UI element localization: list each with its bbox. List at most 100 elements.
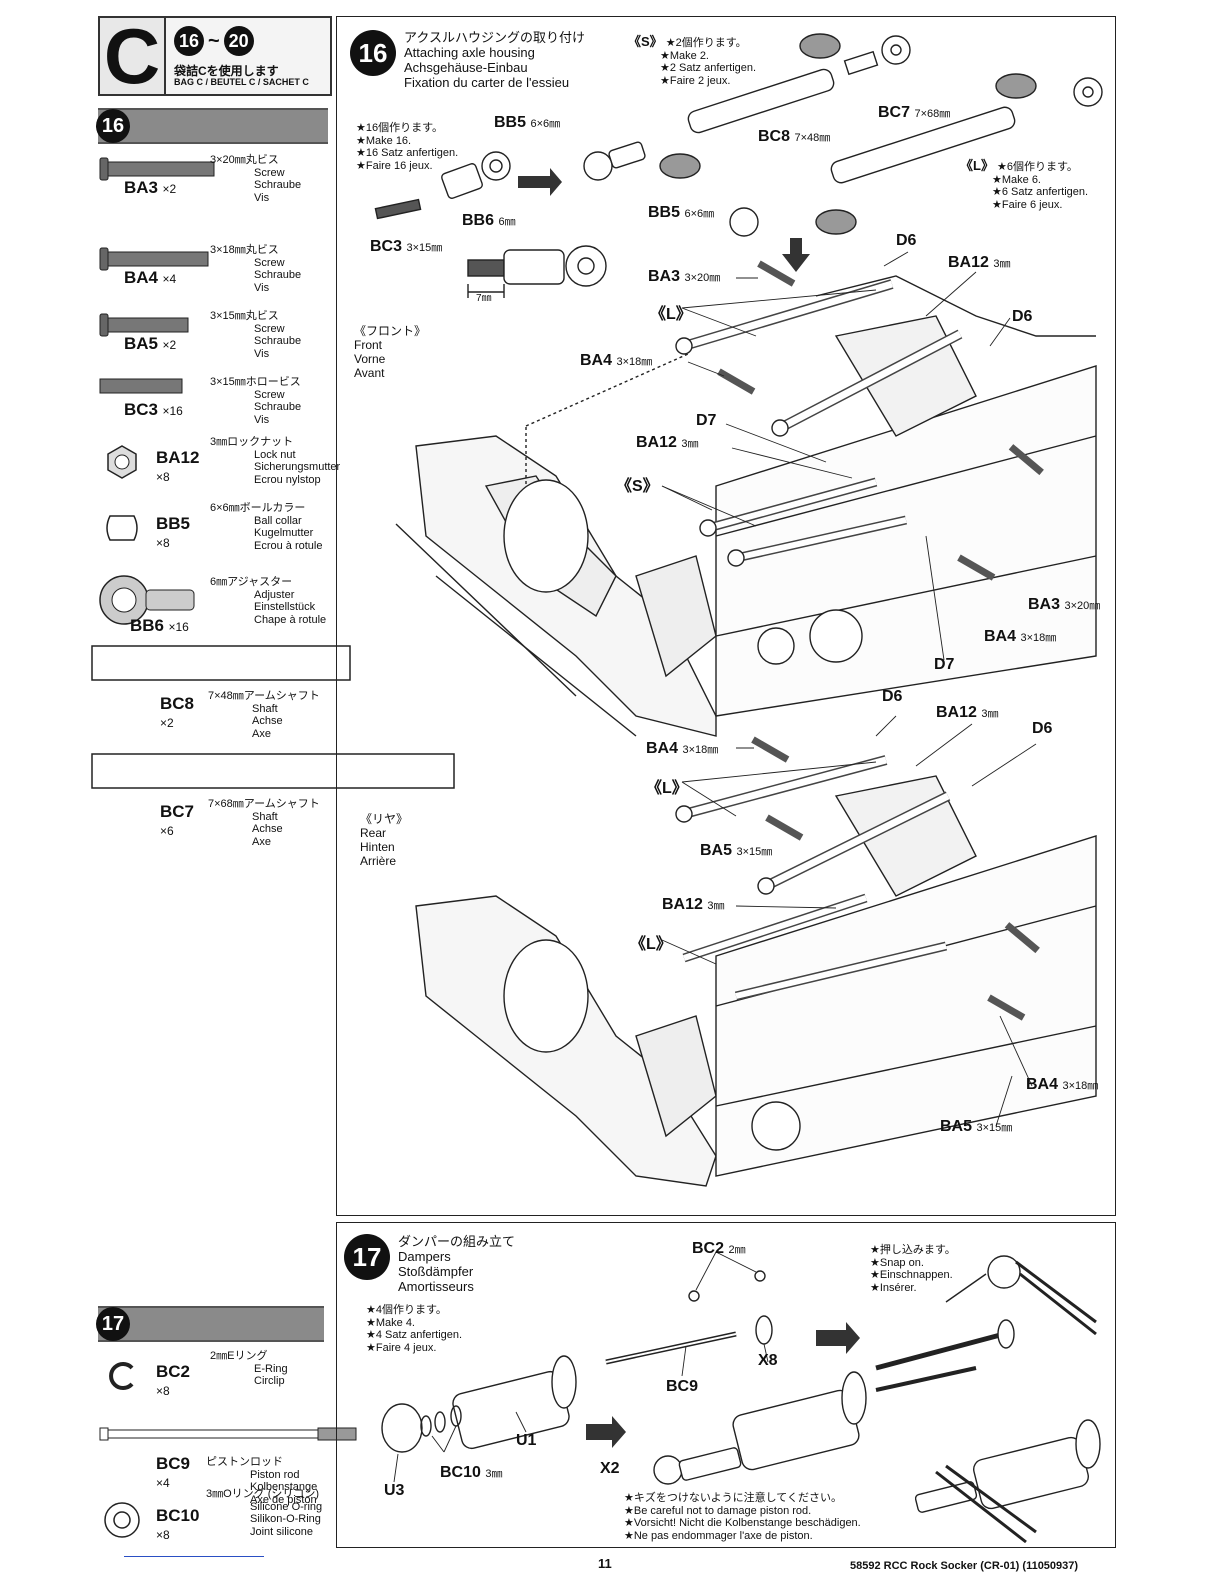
- pliers-icon: [945, 1255, 1097, 1336]
- label-text: BA4: [580, 352, 613, 369]
- label-text: BA5: [700, 842, 733, 859]
- label-text: BB5: [494, 114, 527, 131]
- bb6-part-icon: [98, 572, 198, 633]
- part-entry-bc3: BC3 ×16 3×15㎜ホロービス Screw Schraube Vis: [98, 376, 334, 446]
- label-size: 3×18㎜: [1062, 1080, 1099, 1092]
- label-d6-3: D6: [882, 688, 903, 705]
- label-text: BA12: [948, 254, 989, 271]
- part-qty: ×8: [156, 1384, 170, 1398]
- nut-icon: [659, 33, 841, 179]
- front-label: 《フロント》 Front Vorne Avant: [354, 324, 426, 380]
- label-ba12-3: BA12 3㎜: [936, 704, 998, 722]
- label-text: BC7: [878, 104, 911, 121]
- label-size: 3×20㎜: [684, 272, 721, 284]
- bc8-part-icon: [90, 644, 352, 689]
- note-line: ★Make 6.: [992, 173, 1041, 186]
- step17-title-jp: ダンパーの組み立て: [398, 1234, 516, 1249]
- part-id: BA5: [124, 334, 159, 353]
- part-name-en: Silicone O-ring: [250, 1500, 323, 1513]
- step17-make4-note: ★4個作ります。 ★Make 4. ★4 Satz anfertigen. ★F…: [366, 1304, 462, 1354]
- label-x2: X2: [600, 1460, 620, 1477]
- part-name-de: Achse: [252, 823, 283, 835]
- label-text: BA12: [936, 704, 977, 721]
- step16-make6-note: 《L》 ★6個作ります。 ★Make 6. ★6 Satz anfertigen…: [960, 158, 1089, 211]
- step16-frame: [336, 16, 1116, 1216]
- label-text: BC2: [692, 1240, 725, 1257]
- bb5-part-icon: [102, 508, 142, 553]
- part-name-jp: 3×20㎜丸ビス: [210, 154, 279, 166]
- step16-parts-bar: 16: [96, 108, 328, 144]
- part-id: BB6: [130, 616, 165, 635]
- part-id: BC3: [124, 400, 159, 419]
- label-x8: X8: [758, 1352, 778, 1369]
- label-d6-2: D6: [1012, 308, 1033, 325]
- tag-l: 《L》: [960, 158, 994, 173]
- adjuster-end-icon: [729, 73, 1103, 237]
- label-text: BA12: [636, 434, 677, 451]
- label-text: BC8: [758, 128, 791, 145]
- label-text: BB6: [462, 212, 495, 229]
- label-size: 3×20㎜: [1064, 600, 1101, 612]
- label-bc10: BC10 3㎜: [440, 1464, 502, 1482]
- note-line: ★Make 2.: [660, 49, 709, 62]
- part-entry-ba4: BA4 ×4 3×18㎜丸ビス Screw Schraube Vis: [98, 244, 334, 314]
- part-name-fr: Joint silicone: [250, 1525, 313, 1538]
- rear-chassis-drawing: [415, 775, 1097, 1187]
- label-ba5-2: BA5 3×15㎜: [940, 1118, 1012, 1136]
- label-size: 3×15㎜: [736, 846, 773, 858]
- step16-title-jp: アクスルハウジングの取り付け: [404, 30, 585, 45]
- ba3-part-icon: [98, 154, 224, 189]
- bag-info-box: 16 ~ 20 袋詰Cを使用します BAG C / BEUTEL C / SAC…: [164, 16, 332, 96]
- note-line: ★Faire 2 jeux.: [660, 74, 731, 87]
- part-id: BC10: [156, 1506, 200, 1525]
- note-line: ★2 Satz anfertigen.: [660, 62, 757, 74]
- part-name-en: Piston rod: [250, 1468, 300, 1481]
- footer-link-line: [124, 1556, 264, 1557]
- bc7-shaft-icon: [830, 106, 1016, 184]
- leader-lines: [661, 251, 1037, 1127]
- rear-de: Hinten: [360, 840, 395, 854]
- part-qty: ×16: [162, 404, 183, 418]
- step17-snap-note: ★押し込みます。 ★Snap on. ★Einschnappen. ★Insér…: [870, 1244, 956, 1294]
- label-text: BA3: [648, 268, 681, 285]
- adjuster-end-icon: [843, 35, 911, 76]
- label-size: 3㎜: [485, 1468, 503, 1480]
- part-name-fr: Axe: [252, 727, 271, 740]
- bb6-dimension-detail: [467, 245, 607, 298]
- bag-step-from: 16: [174, 26, 204, 56]
- part-name-jp: 7×48㎜アームシャフト: [208, 690, 320, 702]
- part-id: BA3: [124, 178, 159, 197]
- label-text: BA4: [984, 628, 1017, 645]
- part-qty: ×2: [162, 182, 177, 196]
- part-entry-bc8: BC8 ×2 7×48㎜アームシャフト Shaft Achse Axe: [90, 645, 470, 760]
- part-name-en: Screw: [254, 166, 285, 179]
- label-text: BB5: [648, 204, 681, 221]
- note-line: ★2個作ります。: [665, 37, 747, 49]
- part-name-fr: Chape à rotule: [254, 613, 327, 626]
- note-line: ★Be careful not to damage piston rod.: [624, 1504, 812, 1517]
- note-line: ★Ne pas endommager l'axe de piston.: [624, 1529, 813, 1542]
- note-line: ★6 Satz anfertigen.: [992, 186, 1089, 198]
- label-ba3-2: BA3 3×20㎜: [1028, 596, 1100, 614]
- note-line: ★16個作ります。: [356, 122, 443, 134]
- part-name-fr: Ecrou à rotule: [254, 539, 323, 552]
- part-name-jp: 6㎜アジャスター: [210, 576, 293, 588]
- step17-parts-num: 17: [96, 1307, 130, 1341]
- label-size: 6×6㎜: [530, 118, 561, 130]
- note-line: ★16 Satz anfertigen.: [356, 147, 459, 159]
- label-size: 3×18㎜: [616, 356, 653, 368]
- part-name-de: Einstellstück: [254, 601, 316, 613]
- part-id: BA4: [124, 268, 159, 287]
- label-size: 3㎜: [993, 258, 1011, 270]
- ba4-part-icon: [98, 244, 218, 279]
- part-entry-bc9: BC9 ×4 ピストンロッド Piston rod Kolbenstange A…: [98, 1427, 357, 1506]
- rear-lower-link-long-2: [734, 941, 948, 1001]
- part-qty: ×6: [160, 824, 174, 838]
- part-name-fr: Vis: [254, 347, 270, 360]
- part-qty: ×16: [168, 620, 189, 634]
- note-line: ★Insérer.: [870, 1281, 917, 1294]
- part-name-de: Schraube: [254, 401, 302, 413]
- part-name-en: Shaft: [252, 702, 278, 715]
- part-name-de: Schraube: [254, 269, 302, 281]
- label-text: BA3: [1028, 596, 1061, 613]
